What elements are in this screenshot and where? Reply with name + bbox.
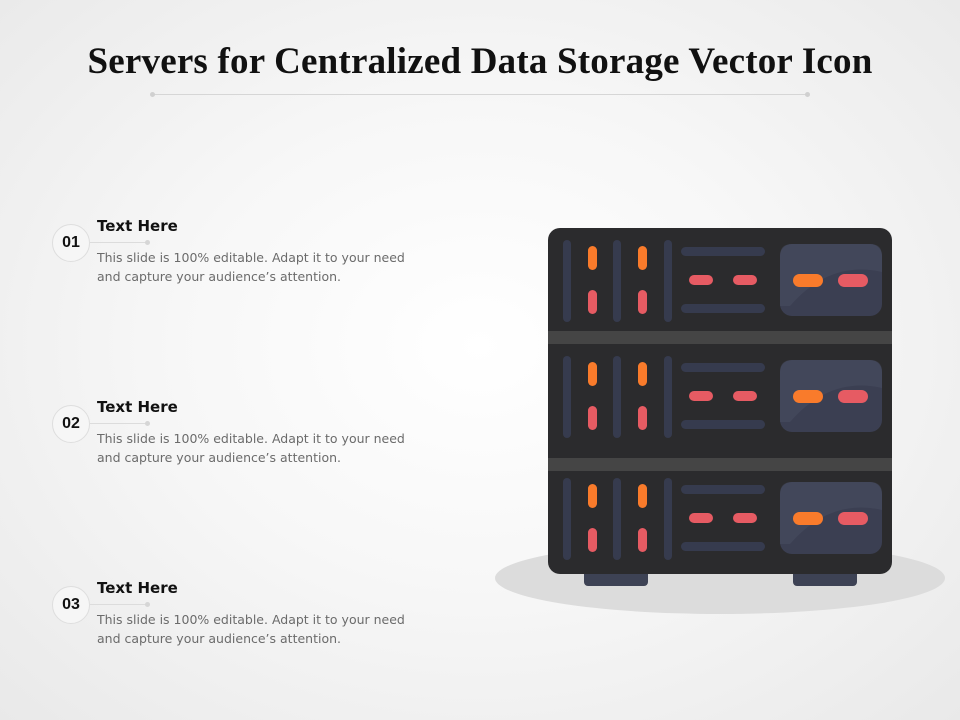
list-item: 03 Text Here This slide is 100% editable…	[52, 578, 432, 668]
status-light	[793, 512, 823, 525]
item-heading: Text Here	[97, 398, 178, 416]
status-light	[588, 406, 597, 430]
connector-line	[90, 421, 150, 426]
item-body: This slide is 100% editable. Adapt it to…	[97, 612, 405, 646]
shelf-divider	[548, 331, 892, 344]
status-light	[689, 391, 713, 401]
list-item: 02 Text Here This slide is 100% editable…	[52, 397, 432, 487]
item-number-badge: 01	[52, 224, 90, 262]
item-number-badge: 02	[52, 405, 90, 443]
item-heading: Text Here	[97, 217, 178, 235]
status-light	[638, 528, 647, 552]
status-light	[733, 275, 757, 285]
server-rack-icon	[495, 228, 945, 614]
status-light	[793, 390, 823, 403]
status-light	[638, 484, 647, 508]
list-item: 01 Text Here This slide is 100% editable…	[52, 216, 432, 306]
item-body: This slide is 100% editable. Adapt it to…	[97, 250, 405, 284]
status-light	[689, 275, 713, 285]
status-light	[838, 274, 868, 287]
item-heading: Text Here	[97, 579, 178, 597]
status-light	[793, 274, 823, 287]
status-light	[733, 391, 757, 401]
server-unit	[563, 478, 882, 560]
status-light	[588, 484, 597, 508]
server-unit	[563, 356, 882, 438]
shelf-divider	[548, 458, 892, 471]
status-light	[588, 528, 597, 552]
status-light	[588, 362, 597, 386]
status-light	[638, 246, 647, 270]
status-light	[689, 513, 713, 523]
status-light	[588, 246, 597, 270]
item-body: This slide is 100% editable. Adapt it to…	[97, 431, 405, 465]
status-light	[638, 362, 647, 386]
status-light	[638, 406, 647, 430]
title-divider	[150, 92, 810, 97]
status-light	[838, 390, 868, 403]
connector-line	[90, 602, 150, 607]
status-light	[733, 513, 757, 523]
status-light	[588, 290, 597, 314]
slide-title: Servers for Centralized Data Storage Vec…	[87, 41, 873, 82]
server-unit	[563, 240, 882, 322]
status-light	[638, 290, 647, 314]
status-light	[838, 512, 868, 525]
connector-line	[90, 240, 150, 245]
item-number-badge: 03	[52, 586, 90, 624]
